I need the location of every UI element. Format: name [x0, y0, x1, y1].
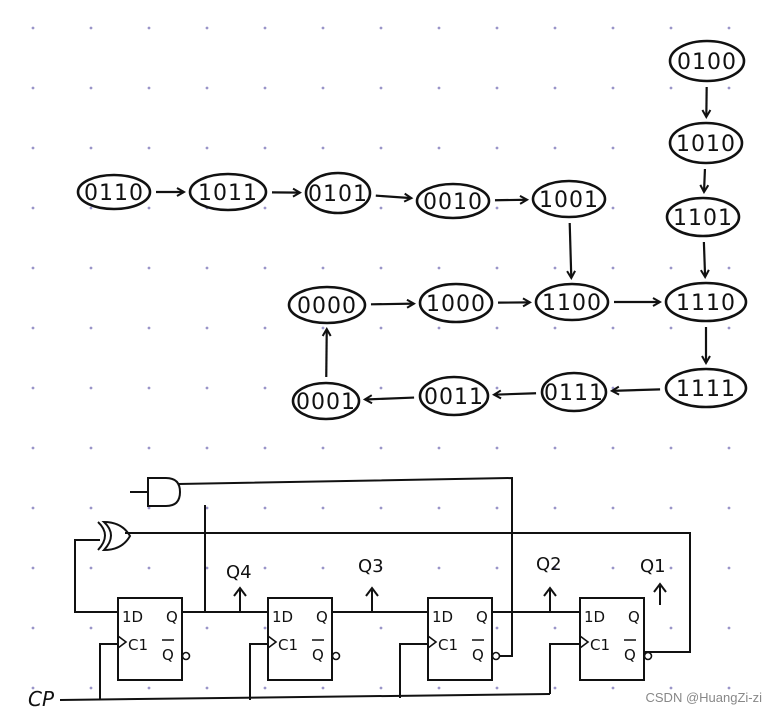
output-label-q3: Q3: [358, 556, 384, 577]
state-code: 1000: [426, 292, 486, 317]
state-node-0111: 0111: [540, 371, 608, 413]
transition-arrow-0001-0000: [326, 329, 327, 378]
ff-clk-label: C1: [278, 636, 298, 654]
state-node-1001: 1001: [531, 179, 607, 219]
state-node-0110: 0110: [76, 173, 152, 211]
ff-q-label: Q: [316, 608, 328, 626]
ff-q-label: Q: [628, 608, 640, 626]
transition-arrow-1010-1101: [704, 168, 705, 192]
state-code: 1110: [676, 291, 736, 316]
state-node-1110: 1110: [664, 281, 748, 323]
output-label-q4: Q4: [226, 562, 252, 583]
output-label-q2: Q2: [536, 554, 562, 575]
ff-d-label: 1D: [122, 608, 143, 626]
state-node-1100: 1100: [534, 282, 610, 322]
state-node-0001: 0001: [291, 381, 361, 421]
circuit-wires: [59, 476, 691, 701]
state-code: 1010: [676, 132, 736, 157]
transition-arrows: [156, 86, 707, 400]
output-label-q1: Q1: [640, 556, 666, 577]
state-node-1010: 1010: [668, 121, 744, 165]
state-code: 0110: [84, 181, 144, 206]
ff-clk-label: C1: [128, 636, 148, 654]
ff-q-label: Q: [166, 608, 178, 626]
state-code: 0001: [296, 390, 356, 415]
transition-arrow-0000-1000: [370, 304, 414, 305]
state-code: 0111: [544, 381, 604, 406]
ff-clk-label: C1: [590, 636, 610, 654]
watermark: CSDN @HuangZi-zi: [646, 690, 763, 705]
ff-d-label: 1D: [272, 608, 293, 626]
state-code: 1100: [542, 291, 602, 316]
ff-d-label: 1D: [584, 608, 605, 626]
state-node-0101: 0101: [304, 171, 372, 215]
state-nodes: 0110 1011 0101 0010 1001 0100 1010 1101 0000 1000…: [76, 39, 748, 421]
ff-qbar-label: Q: [472, 646, 484, 664]
transition-arrow-0011-0001: [365, 398, 415, 400]
transition-arrow-1101-1110: [704, 241, 705, 277]
state-node-0011: 0011: [418, 375, 490, 417]
state-code: 0100: [677, 50, 737, 75]
state-node-0010: 0010: [415, 182, 491, 220]
state-node-1101: 1101: [665, 196, 741, 238]
state-code: 1111: [676, 377, 736, 402]
state-code: 1001: [539, 188, 599, 213]
ff-qbar-label: Q: [312, 646, 324, 664]
transition-arrow-0010-1001: [494, 200, 527, 201]
state-code: 0101: [308, 182, 368, 207]
transition-arrow-1111-0111: [612, 389, 661, 390]
transition-arrow-1001-1100: [570, 222, 572, 278]
ff-q-label: Q: [476, 608, 488, 626]
state-node-1011: 1011: [188, 172, 268, 212]
state-code: 1101: [673, 206, 733, 231]
state-node-1000: 1000: [418, 282, 494, 324]
ff-qbar-label: Q: [162, 646, 174, 664]
state-node-1111: 1111: [664, 367, 748, 409]
state-code: 0011: [424, 385, 484, 410]
ff-clk-label: C1: [438, 636, 458, 654]
state-code: 0010: [423, 190, 483, 215]
transition-arrow-0101-0010: [375, 196, 412, 198]
ff-d-label: 1D: [432, 608, 453, 626]
state-code: 0000: [297, 294, 357, 319]
state-code: 1011: [198, 181, 258, 206]
output-labels: Q4 Q3 Q2 Q1: [226, 554, 666, 583]
transition-arrow-0111-0011: [494, 393, 537, 394]
state-node-0000: 0000: [287, 285, 367, 325]
state-node-0100: 0100: [668, 39, 746, 83]
ff-qbar-label: Q: [624, 646, 636, 664]
clock-label: CP: [28, 687, 55, 711]
